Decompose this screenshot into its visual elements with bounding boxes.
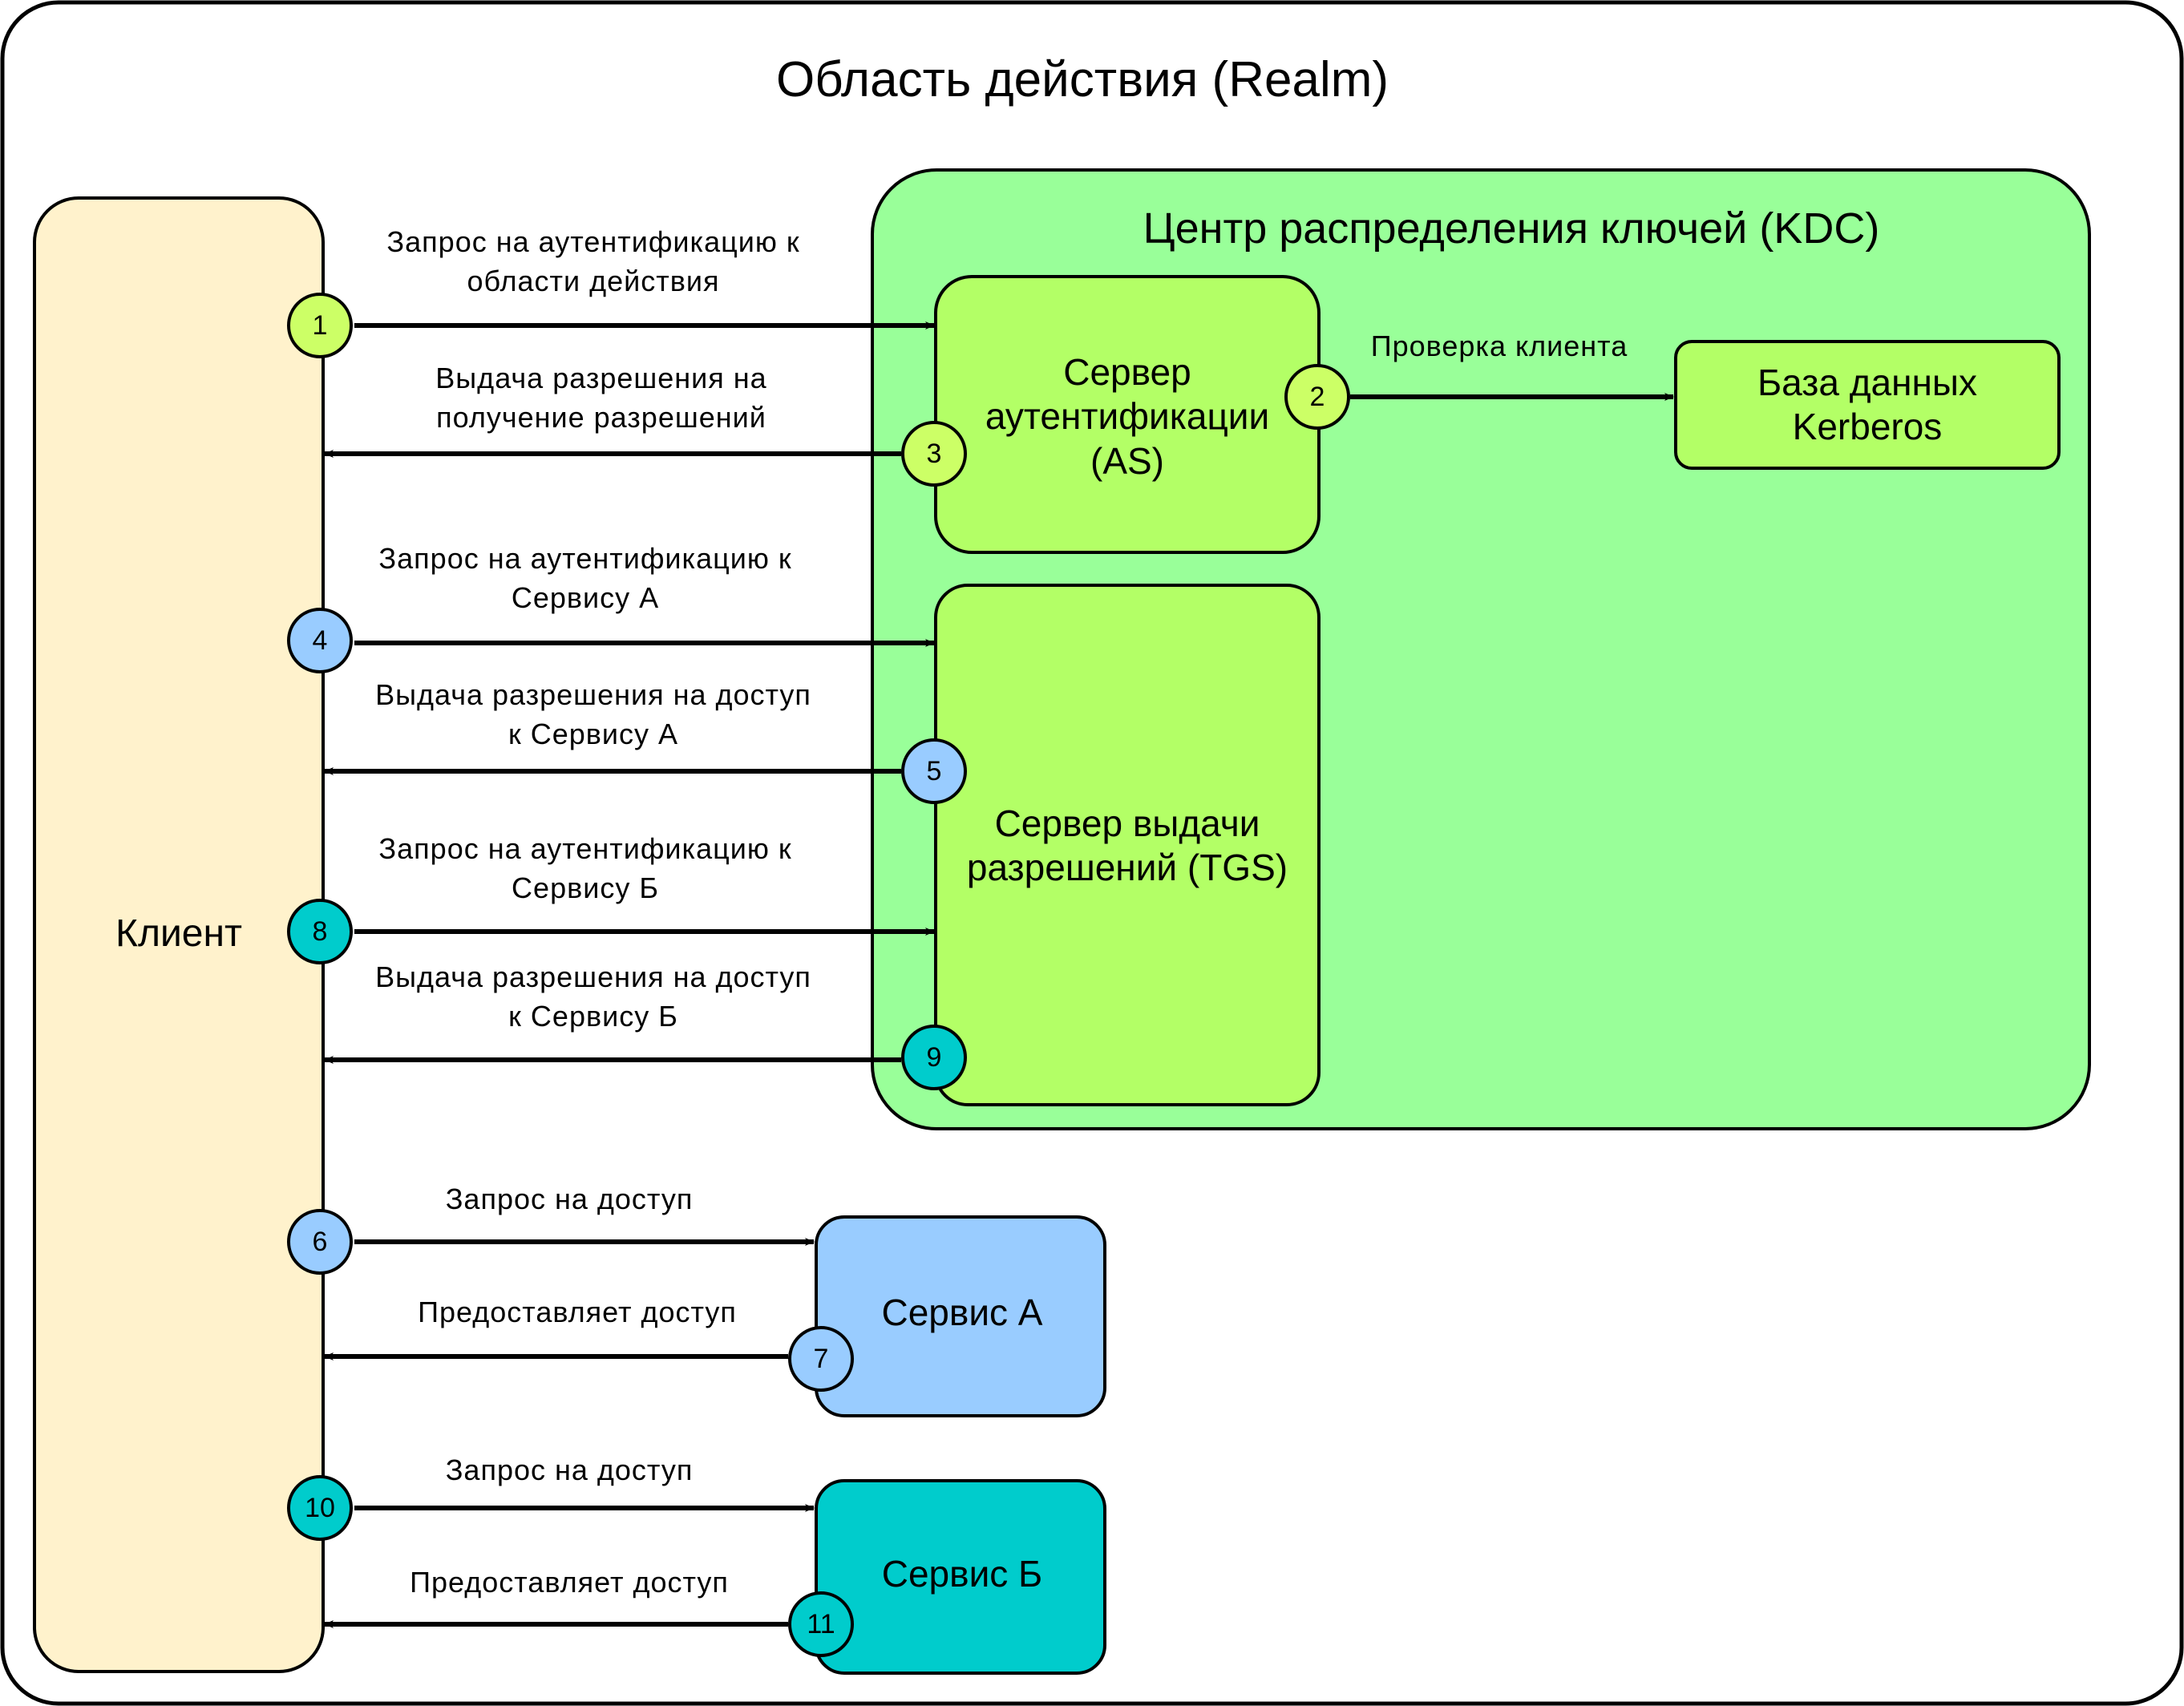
step-badge-11: 11 bbox=[788, 1591, 854, 1657]
arrow-label-10: Запрос на доступ bbox=[445, 1453, 694, 1486]
as-server-label: Сервер аутентификации (AS) bbox=[985, 351, 1270, 482]
service-a-box bbox=[815, 1215, 1106, 1417]
service-b-box bbox=[815, 1479, 1106, 1675]
step-badge-8: 8 bbox=[287, 899, 353, 964]
step-badge-4: 4 bbox=[287, 608, 353, 673]
arrow-label-3: Выдача разрешения на получение разрешени… bbox=[435, 362, 767, 434]
arrow-label-11: Предоставляет доступ bbox=[410, 1566, 729, 1599]
kerberos-db-box bbox=[1674, 340, 2061, 470]
step-badge-2: 2 bbox=[1284, 364, 1350, 430]
arrow-label-7: Предоставляет доступ bbox=[418, 1296, 737, 1328]
step-badge-10: 10 bbox=[287, 1475, 353, 1541]
step-badge-3: 3 bbox=[901, 421, 967, 487]
step-badge-6: 6 bbox=[287, 1209, 353, 1275]
arrow-label-9: Выдача разрешения на доступ к Сервису Б bbox=[375, 960, 811, 1033]
service-b-label: Сервис Б bbox=[881, 1553, 1043, 1595]
arrow-label-4: Запрос на аутентификацию к Сервису А bbox=[378, 542, 792, 614]
arrow-label-2: Проверка клиента bbox=[1370, 329, 1628, 362]
tgs-server-box bbox=[934, 584, 1321, 1106]
step-badge-5: 5 bbox=[901, 738, 967, 804]
step-badge-7: 7 bbox=[788, 1326, 854, 1392]
kerberos-db-label: База данных Kerberos bbox=[1757, 361, 1977, 447]
tgs-server-label: Сервер выдачи разрешений (TGS) bbox=[966, 802, 1288, 888]
service-a-label: Сервис А bbox=[881, 1292, 1043, 1334]
arrow-label-5: Выдача разрешения на доступ к Сервису А bbox=[375, 678, 811, 750]
arrow-label-1: Запрос на аутентификацию к области дейст… bbox=[386, 225, 800, 297]
arrow-label-6: Запрос на доступ bbox=[445, 1182, 694, 1215]
arrow-label-8: Запрос на аутентификацию к Сервису Б bbox=[378, 832, 792, 904]
kdc-title: Центр распределения ключей (KDC) bbox=[1143, 204, 1880, 253]
realm-title: Область действия (Realm) bbox=[775, 51, 1389, 107]
step-badge-1: 1 bbox=[287, 293, 353, 358]
client-label: Клиент bbox=[115, 912, 242, 956]
step-badge-9: 9 bbox=[901, 1025, 967, 1090]
